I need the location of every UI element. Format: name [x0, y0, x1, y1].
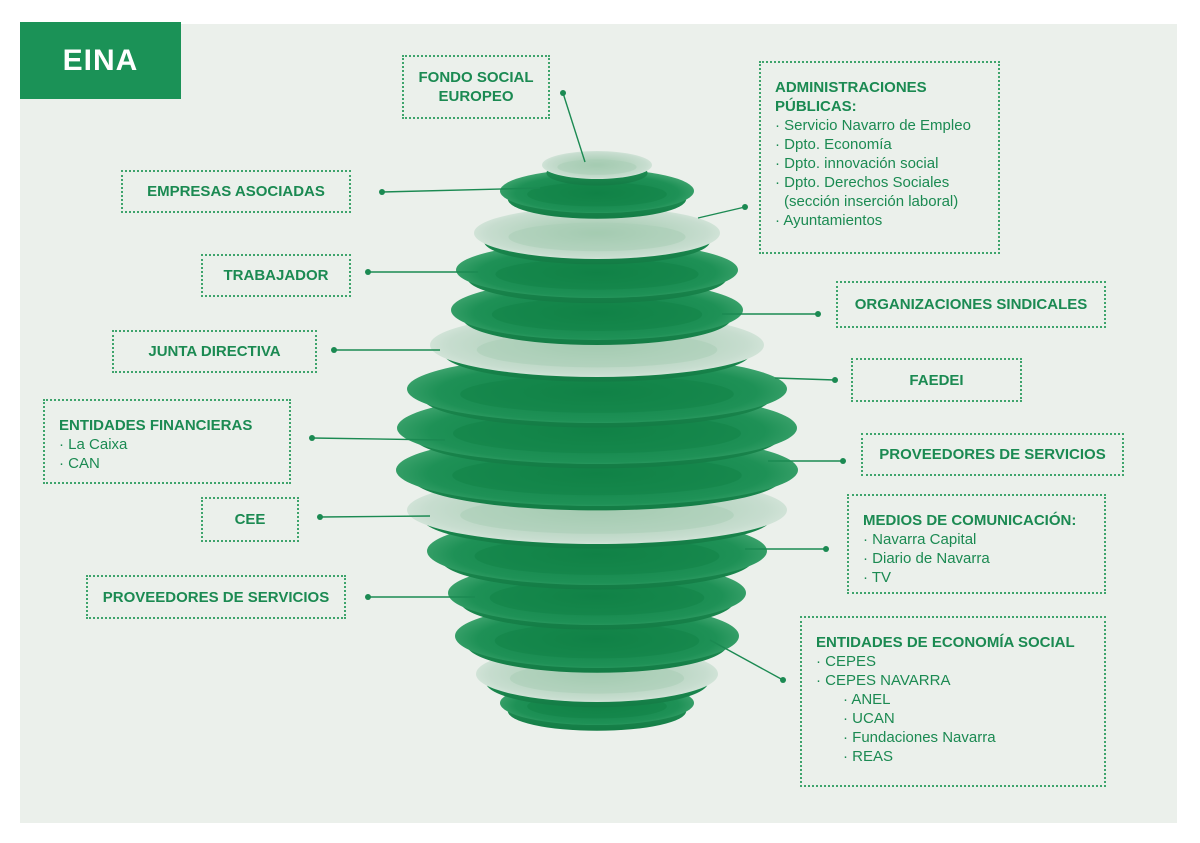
box-entidades-financieras: ENTIDADES FINANCIERAS · La Caixa · CAN [43, 399, 291, 484]
connector-line [709, 639, 784, 681]
list-item: · Ayuntamientos [775, 212, 883, 229]
box-proveedores-servicios-left: PROVEEDORES DE SERVICIOS [86, 575, 346, 619]
label-entidades-economia-social: ENTIDADES DE ECONOMÍA SOCIAL [816, 634, 1075, 651]
label-proveedores-servicios-right: PROVEEDORES DE SERVICIOS [879, 446, 1106, 463]
connector-dot [832, 377, 838, 383]
connector-line [319, 515, 431, 518]
list-item: · CEPES NAVARRA [816, 672, 951, 689]
list-item: · CAN [59, 455, 100, 472]
list-item: · CEPES [816, 653, 877, 670]
stack-disk [474, 207, 720, 265]
box-cee: CEE [201, 497, 299, 542]
box-medios-comunicacion: MEDIOS DE COMUNICACIÓN: · Navarra Capita… [847, 494, 1106, 594]
list-item: · TV [863, 569, 892, 586]
list-item: · ANEL [843, 691, 891, 708]
list-item: · Dpto. Derechos Sociales [775, 174, 950, 191]
connector-line [774, 377, 836, 381]
label-medios-comunicacion: MEDIOS DE COMUNICACIÓN: [863, 512, 1077, 529]
connector-line [697, 206, 746, 219]
box-faedei: FAEDEI [851, 358, 1022, 402]
box-administraciones-publicas: ADMINISTRACIONES PÚBLICAS: · Servicio Na… [759, 61, 1000, 254]
list-item: · Fundaciones Navarra [843, 729, 996, 746]
label-trabajador: TRABAJADOR [223, 267, 329, 284]
connector-dot [331, 347, 337, 353]
label-organizaciones-sindicales: ORGANIZACIONES SINDICALES [854, 296, 1088, 313]
box-empresas-asociadas: EMPRESAS ASOCIADAS [121, 170, 351, 213]
connector-dot [840, 458, 846, 464]
connector-dot [742, 204, 748, 210]
connector-line [562, 92, 586, 163]
connector-dot [780, 677, 786, 683]
box-junta-directiva: JUNTA DIRECTIVA [112, 330, 317, 373]
connector-line [311, 437, 446, 441]
label-administraciones-publicas: ADMINISTRACIONES PÚBLICAS: [775, 79, 927, 115]
label-entidades-financieras: ENTIDADES FINANCIERAS [59, 417, 253, 434]
label-cee: CEE [234, 511, 266, 528]
list-item: · Navarra Capital [863, 531, 977, 548]
label-junta-directiva: JUNTA DIRECTIVA [148, 343, 281, 360]
stack-disk [500, 169, 694, 219]
box-trabajador: TRABAJADOR [201, 254, 351, 297]
list-item: · Dpto. Economía [775, 136, 892, 153]
list-item: · UCAN [843, 710, 895, 727]
box-proveedores-servicios-right: PROVEEDORES DE SERVICIOS [861, 433, 1124, 476]
label-empresas-asociadas: EMPRESAS ASOCIADAS [147, 183, 325, 200]
box-fondo-social-europeo: FONDO SOCIAL EUROPEO [402, 55, 550, 119]
connector-dot [309, 435, 315, 441]
connector-dot [379, 189, 385, 195]
list-item: · Diario de Navarra [863, 550, 990, 567]
connector-dot [365, 269, 371, 275]
label-faedei: FAEDEI [909, 371, 964, 389]
box-organizaciones-sindicales: ORGANIZACIONES SINDICALES [836, 281, 1106, 328]
connector-dot [365, 594, 371, 600]
stack-disk [542, 151, 652, 186]
box-entidades-economia-social: ENTIDADES DE ECONOMÍA SOCIAL · CEPES · C… [800, 616, 1106, 787]
list-item: · Dpto. innovación social [775, 155, 939, 172]
list-item: · La Caixa [59, 436, 128, 453]
connector-line [381, 187, 541, 193]
connector-dot [560, 90, 566, 96]
page-title: EINA [20, 22, 181, 99]
connector-dot [815, 311, 821, 317]
connector-dot [823, 546, 829, 552]
label-fondo-social-europeo: FONDO SOCIAL EUROPEO [418, 69, 534, 105]
list-item: · REAS [843, 748, 894, 765]
label-proveedores-servicios-left: PROVEEDORES DE SERVICIOS [102, 588, 330, 606]
list-item: (sección inserción laboral) [784, 193, 959, 210]
connector-dot [317, 514, 323, 520]
list-item: · Servicio Navarro de Empleo [775, 117, 971, 134]
